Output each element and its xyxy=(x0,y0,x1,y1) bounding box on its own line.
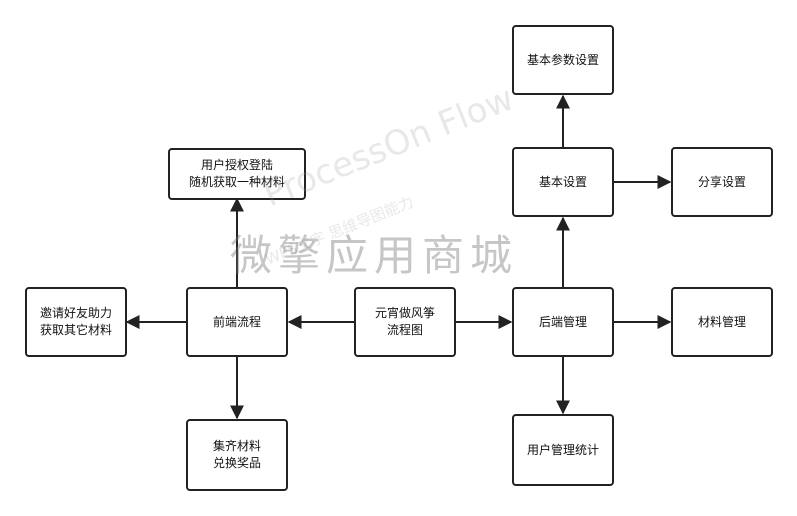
node-backend-management[interactable]: 后端管理 xyxy=(512,287,614,357)
node-material-management[interactable]: 材料管理 xyxy=(671,287,773,357)
node-basic-settings[interactable]: 基本设置 xyxy=(512,147,614,217)
node-user-login[interactable]: 用户授权登陆 随机获取一种材料 xyxy=(168,148,306,200)
node-invite-friends[interactable]: 邀请好友助力 获取其它材料 xyxy=(25,287,127,357)
node-basic-params[interactable]: 基本参数设置 xyxy=(512,25,614,95)
node-frontend-flow[interactable]: 前端流程 xyxy=(186,287,288,357)
node-share-settings[interactable]: 分享设置 xyxy=(671,147,773,217)
node-user-statistics[interactable]: 用户管理统计 xyxy=(512,414,614,486)
node-main-kite-flow[interactable]: 元宵做风筝 流程图 xyxy=(354,287,456,357)
node-collect-materials[interactable]: 集齐材料 兑换奖品 xyxy=(186,419,288,491)
